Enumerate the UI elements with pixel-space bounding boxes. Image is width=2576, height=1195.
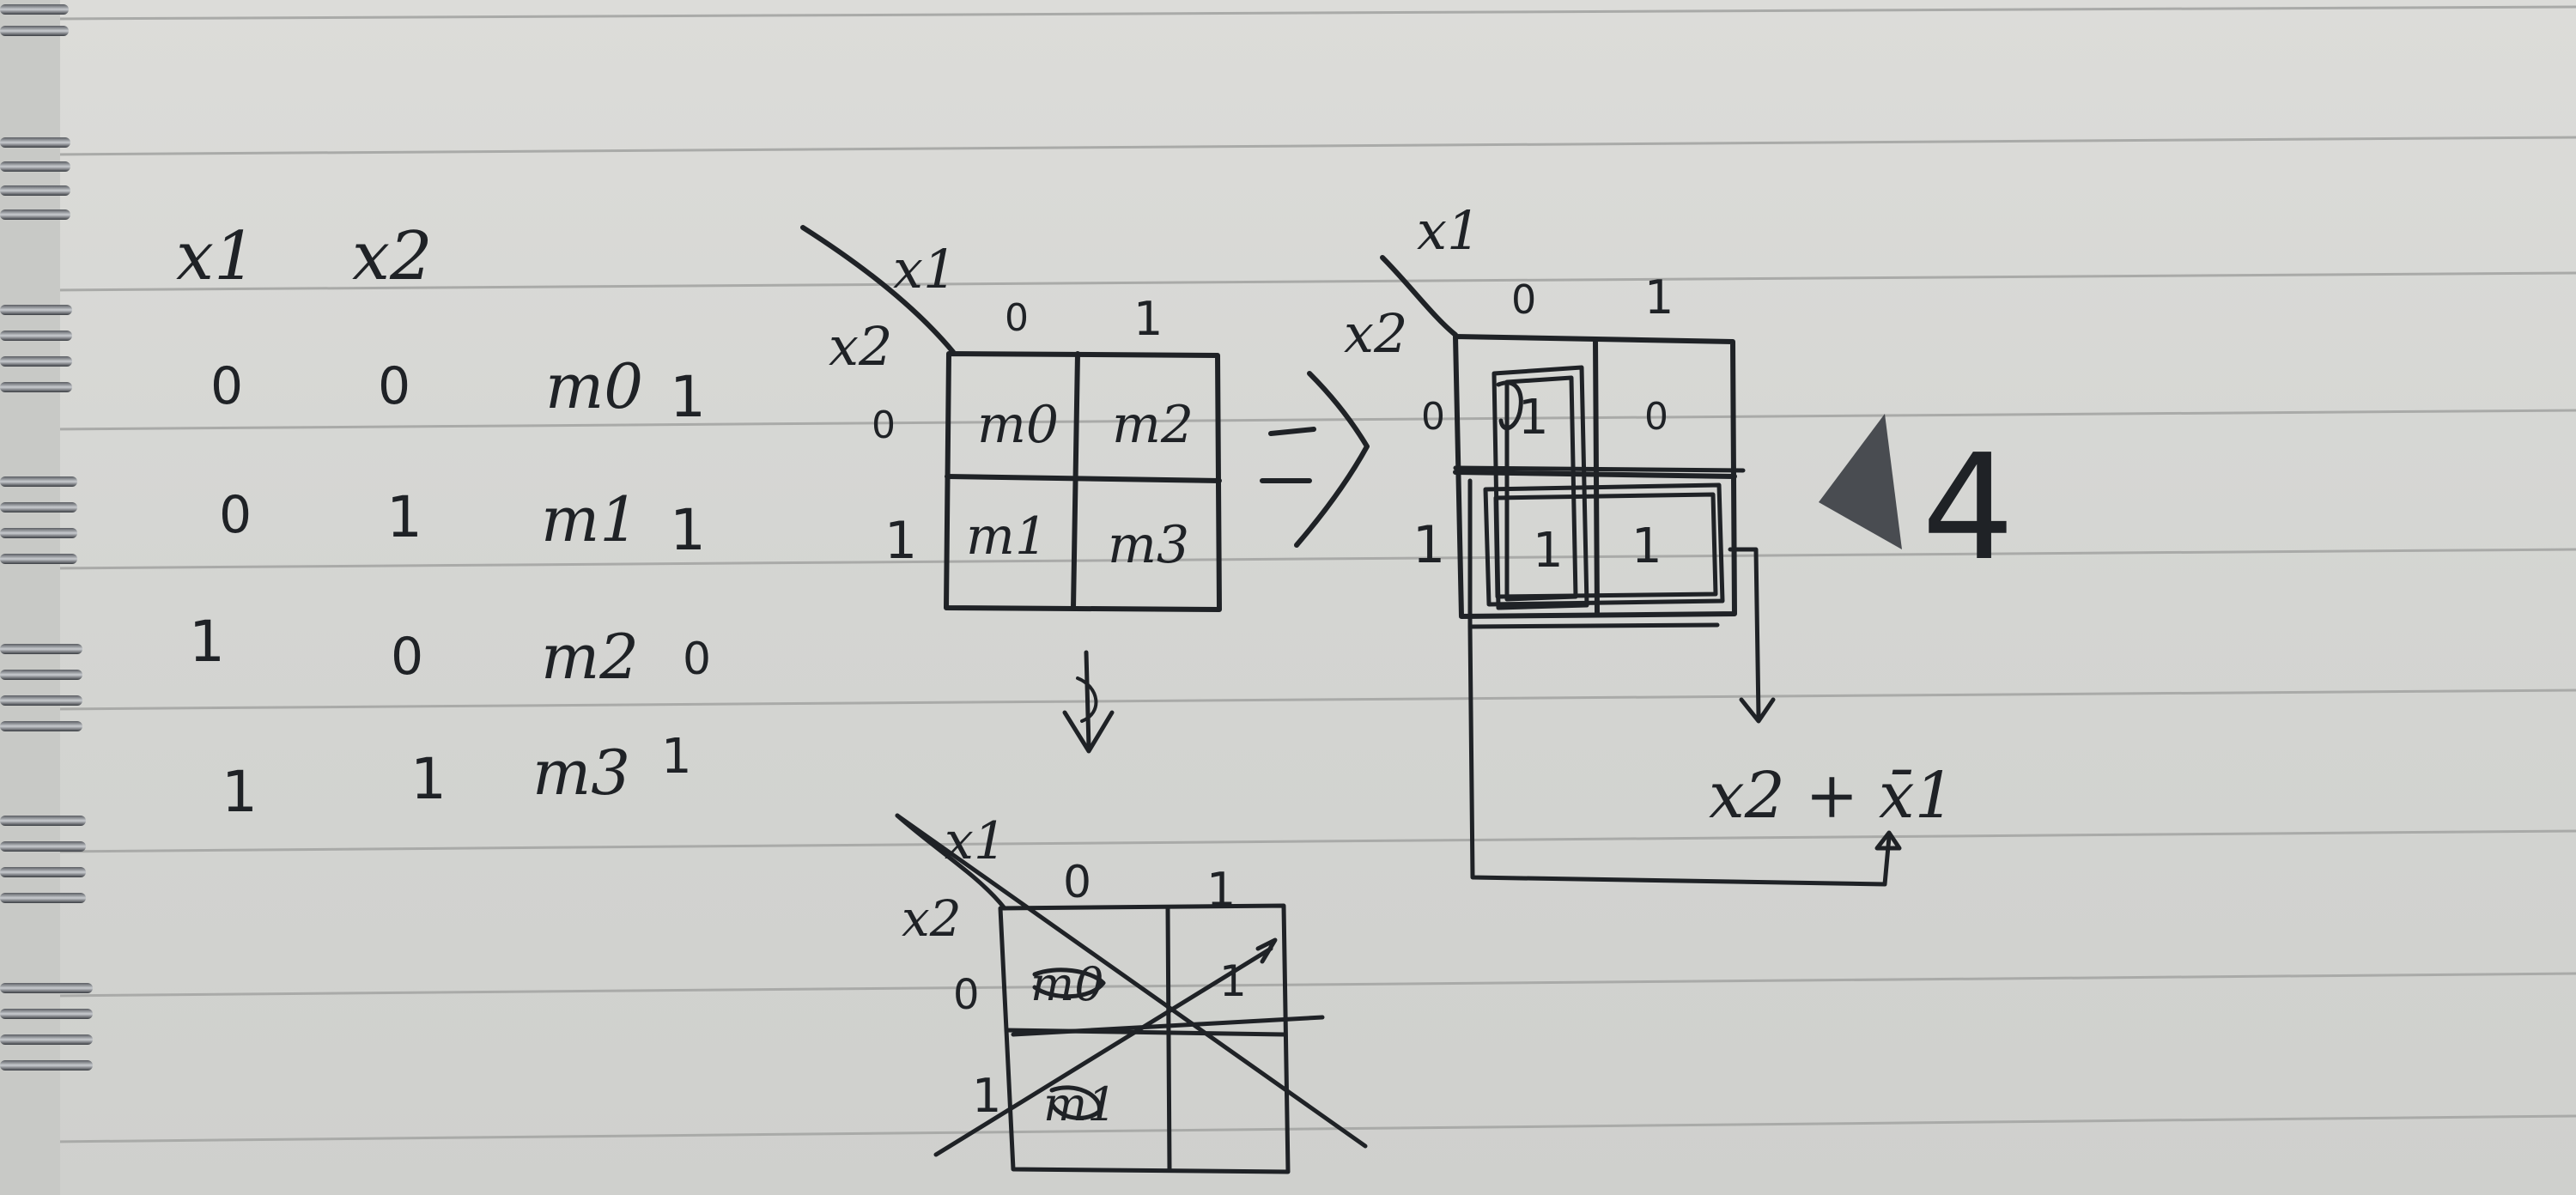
- header-x1: x1: [176, 218, 257, 295]
- kmap-row-label: 0: [1421, 395, 1445, 439]
- cell-x1: 0: [210, 356, 243, 416]
- kmap-row-var: x1: [945, 811, 1006, 871]
- cell-x1: 1: [222, 759, 258, 825]
- kmap-cell: 1: [1631, 519, 1662, 574]
- result-expression: x2 + x̄1: [1709, 759, 1955, 833]
- kmap-cell: 1: [1533, 523, 1564, 579]
- cell-x2: 0: [378, 356, 410, 416]
- result-formula: x2 + x̄1: [1709, 759, 1955, 833]
- kmap-cell: m0: [1030, 957, 1104, 1011]
- cell-x2: 0: [391, 627, 423, 687]
- kmap-row-label: 1: [1413, 515, 1445, 575]
- cell-x2: 1: [386, 484, 422, 550]
- cell-term: m1: [541, 483, 639, 555]
- kmap-row-label: 0: [872, 403, 896, 447]
- cell-x1: 0: [219, 485, 252, 545]
- cell-term: m3: [532, 737, 630, 809]
- cell-output: 1: [670, 364, 706, 430]
- kmap-col-label: 1: [1133, 292, 1163, 346]
- kmap-cell: m3: [1108, 515, 1189, 575]
- cell-term: m0: [545, 350, 643, 422]
- kmap-row-label: 1: [884, 511, 917, 571]
- kmap-col-var: x2: [902, 889, 962, 948]
- cell-output: 0: [683, 634, 711, 685]
- cell-output: 1: [670, 497, 706, 563]
- kmap-col-label: 0: [1063, 857, 1091, 908]
- kmap-cell: m1: [966, 507, 1048, 567]
- kmap-row-label: 0: [953, 971, 980, 1019]
- header-x2: x2: [352, 218, 433, 295]
- kmap-col-label: 0: [1005, 296, 1029, 340]
- score-number: 4: [1922, 423, 2014, 593]
- kmap-row-var: x1: [1417, 199, 1480, 262]
- kmap-col-label: 0: [1511, 276, 1536, 323]
- cell-x1: 1: [189, 609, 225, 675]
- cell-x2: 1: [410, 746, 447, 812]
- cell-term: m2: [541, 621, 639, 693]
- kmap-row-var: x1: [893, 238, 957, 300]
- kmap-cell: m2: [1112, 395, 1194, 455]
- kmap-cell: 0: [1644, 395, 1668, 439]
- cell-output: 1: [661, 729, 692, 785]
- kmap-col-label: 1: [1644, 270, 1674, 325]
- kmap-col-var: x2: [829, 315, 892, 378]
- kmap-cell: m0: [977, 395, 1059, 455]
- kmap-col-var: x2: [1344, 302, 1407, 365]
- kmap-col-label: 1: [1206, 863, 1236, 917]
